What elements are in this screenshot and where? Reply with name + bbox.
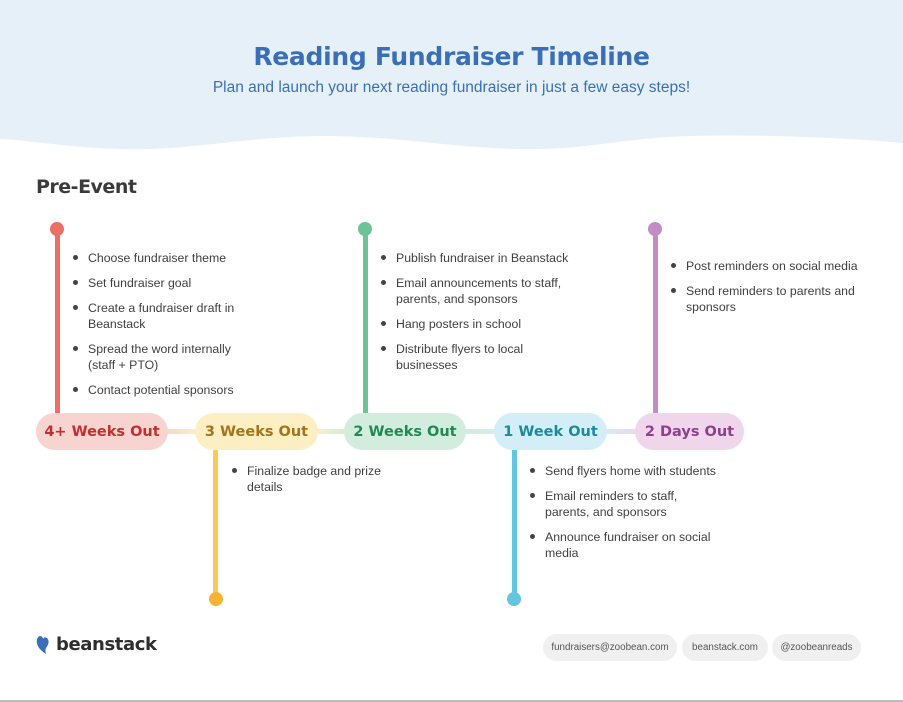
- task-item: Hang posters in school: [380, 316, 580, 332]
- task-item: Spread the word internally (staff + PTO): [72, 341, 252, 373]
- section-title: Pre-Event: [36, 176, 137, 198]
- bullet-icon: [73, 280, 78, 285]
- bullet-icon: [232, 468, 237, 473]
- contact-email-chip[interactable]: fundraisers@zoobean.com: [543, 634, 677, 661]
- task-item: Finalize badge and prize details: [231, 463, 406, 495]
- task-item: Post reminders on social media: [670, 258, 870, 274]
- bullet-icon: [530, 468, 535, 473]
- task-item: Announce fundraiser on social media: [529, 529, 719, 561]
- task-list: Post reminders on social media Send remi…: [670, 258, 870, 324]
- bullet-icon: [671, 288, 676, 293]
- task-list: Send flyers home with students Email rem…: [529, 463, 719, 570]
- task-item: Email reminders to staff, parents, and s…: [529, 488, 719, 520]
- bullet-icon: [73, 346, 78, 351]
- beanstack-logo: beanstack: [36, 634, 157, 655]
- bullet-icon: [381, 280, 386, 285]
- stage-pill-1-week-out: 1 Week Out: [494, 413, 607, 450]
- timeline-line: [652, 228, 658, 416]
- task-item: Distribute flyers to local businesses: [380, 341, 580, 373]
- task-item: Send flyers home with students: [529, 463, 719, 479]
- bullet-icon: [381, 346, 386, 351]
- wave-shape: [0, 0, 903, 150]
- bullet-icon: [530, 493, 535, 498]
- bottom-divider: [0, 700, 903, 702]
- stage-pill-4-weeks-out: 4+ Weeks Out: [36, 413, 168, 450]
- page-subtitle: Plan and launch your next reading fundra…: [212, 79, 691, 96]
- header-background: [0, 0, 903, 160]
- task-item: Publish fundraiser in Beanstack: [380, 250, 580, 266]
- connector-3-4: [463, 429, 497, 434]
- timeline-line: [54, 228, 60, 416]
- task-item: Email announcements to staff, parents, a…: [380, 275, 580, 307]
- task-list: Finalize badge and prize details: [231, 463, 406, 504]
- connector-4-5: [604, 429, 638, 434]
- stage-pill-2-weeks-out: 2 Weeks Out: [344, 413, 466, 450]
- task-list: Publish fundraiser in Beanstack Email an…: [380, 250, 580, 382]
- timeline-line: [362, 228, 368, 416]
- timeline-dot: [208, 592, 223, 606]
- bullet-icon: [73, 387, 78, 392]
- task-item: Create a fundraiser draft in Beanstack: [72, 300, 252, 332]
- logo-text: beanstack: [56, 634, 157, 655]
- task-item: Set fundraiser goal: [72, 275, 252, 291]
- contact-social-chip[interactable]: @zoobeanreads: [772, 634, 861, 661]
- timeline-line: [213, 445, 218, 597]
- timeline-dot: [507, 592, 521, 606]
- bullet-icon: [530, 534, 535, 539]
- connector-2-3: [314, 429, 348, 434]
- bullet-icon: [381, 255, 386, 260]
- stage-pill-3-weeks-out: 3 Weeks Out: [195, 413, 318, 450]
- bullet-icon: [73, 305, 78, 310]
- contact-website-chip[interactable]: beanstack.com: [682, 634, 768, 661]
- task-item: Contact potential sponsors: [72, 382, 252, 398]
- task-item: Send reminders to parents and sponsors: [670, 283, 870, 315]
- bullet-icon: [381, 321, 386, 326]
- heart-bean-icon: [36, 635, 49, 654]
- task-list: Choose fundraiser theme Set fundraiser g…: [72, 250, 252, 407]
- timeline-line: [511, 445, 517, 597]
- bullet-icon: [73, 255, 78, 260]
- page-title: Reading Fundraiser Timeline: [253, 42, 650, 71]
- task-item: Choose fundraiser theme: [72, 250, 252, 266]
- connector-1-2: [164, 429, 198, 434]
- stage-pill-2-days-out: 2 Days Out: [635, 413, 744, 450]
- bullet-icon: [671, 263, 676, 268]
